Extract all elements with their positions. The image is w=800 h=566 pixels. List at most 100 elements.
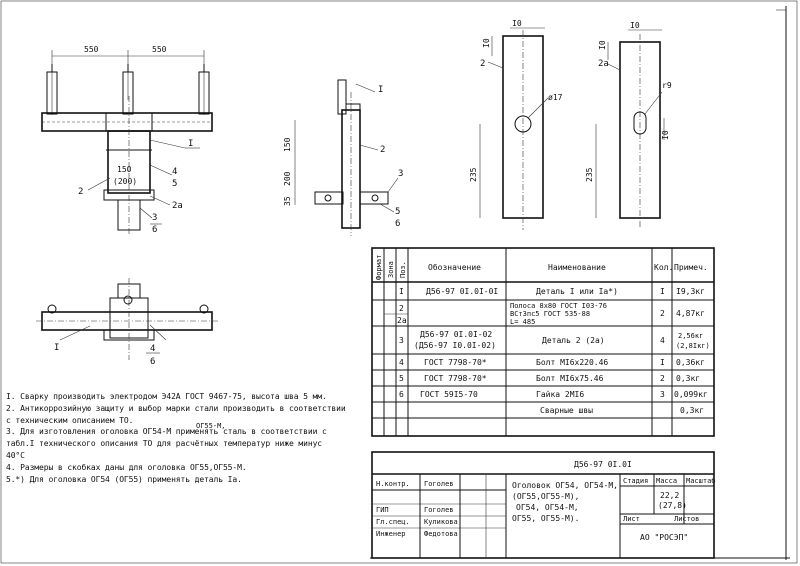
title-line-4: ОГ55, ОГ55-М). (512, 514, 579, 523)
detail-2a-view: I0 I0 235 I0 r9 2а (585, 21, 672, 228)
note-3-cont: табл.I технического описания ТО для расч… (6, 439, 322, 449)
note3-insert: ОГ55-М, (196, 422, 226, 430)
row3-note2: (2,8Iкг) (676, 342, 710, 350)
label-i-front: I (188, 139, 193, 149)
col-designation-header: Обозначение (428, 262, 481, 272)
label-2-front: 2 (78, 187, 83, 197)
row2-pos2: 2а (397, 316, 407, 325)
note-2: 2. Антикоррозийную защиту и выбор марки … (6, 403, 346, 413)
row3-qty: 4 (660, 336, 665, 345)
dim-10-detail2a: I0 (598, 40, 607, 50)
note-3: 3. Для изготовления оголовка ОГ54-М прим… (6, 427, 327, 437)
label-i-side: I (378, 85, 383, 95)
row5-designation: ГОСТ 7798-70* (424, 374, 487, 383)
tb-name-4: Федотова (424, 530, 458, 538)
note-1: I. Сварку производить электродом Э42А ГО… (6, 392, 327, 401)
row7-note: 0,3кг (680, 406, 704, 415)
dim-10-detail2: I0 (482, 38, 491, 48)
row4-note: 0,36кг (676, 358, 705, 367)
row2-name-line1: Полоса 8х80 ГОСТ I03-76 (510, 302, 607, 310)
dim-150-side: 150 (283, 137, 292, 152)
tb-name-0: Гоголев (424, 480, 454, 488)
dim-10-top-detail2a: I0 (630, 21, 640, 30)
label-3-side: 3 (398, 169, 403, 179)
tb-stage: Стадия (623, 477, 648, 485)
dim-235-detail2: 235 (469, 167, 478, 182)
detail-2-view: I0 I0 235 ø17 2 (469, 19, 563, 230)
row4-designation: ГОСТ 7798-70* (424, 358, 487, 367)
row2-name-line2: ВСт3пс5 ГОСТ 535-88 (510, 310, 590, 318)
row6-designation: ГОСТ 59I5-70 (420, 390, 478, 399)
title-line-1: Оголовок ОГ54, ОГ54-М, (512, 481, 618, 490)
row3-pos: 3 (399, 336, 404, 345)
note-5: 5.*) Для оголовка ОГ54 (ОГ55) применять … (6, 474, 242, 484)
tb-mass: Масса (656, 477, 677, 485)
col-format-header: Формат (375, 255, 383, 280)
doc-code: Д56-97 0I.0I (574, 460, 632, 469)
row1-name: Деталь I или Iа*) (536, 287, 618, 296)
row5-pos: 5 (399, 374, 404, 383)
row2-pos: 2 (399, 304, 404, 313)
spec-table: Формат Зона Поз. Обозначение Наименовани… (371, 247, 715, 437)
side-view: I 2 3 5 6 150 200 35 (283, 79, 403, 236)
tb-mass-value: 22,2 (660, 491, 679, 500)
note-3-cont2: 40°С (6, 450, 25, 460)
row2-note: 4,87кг (676, 309, 705, 318)
label-2-detail2: 2 (480, 59, 485, 69)
col-note-header: Примеч. (674, 263, 708, 272)
col-pos-header: Поз. (399, 261, 407, 278)
label-2a-detail2a: 2а (598, 59, 609, 69)
label-4-plan: 4 (150, 344, 155, 354)
label-3-front: 3 (152, 213, 157, 223)
dim-10-top-detail2: I0 (512, 19, 522, 28)
col-qty-header: Кол. (654, 263, 673, 272)
dim-r9-slot: r9 (662, 81, 672, 90)
note-2-cont: с техническим описанием ТО. (6, 415, 134, 425)
label-2a-front: 2а (172, 201, 183, 211)
row1-qty: I (660, 287, 665, 296)
dim-150-left: 150 (117, 165, 132, 174)
dim-200-side: 200 (283, 171, 292, 186)
plan-view: I 4 6 (36, 278, 218, 367)
row6-qty: 3 (660, 390, 665, 399)
label-i-plan: I (54, 343, 59, 353)
title-line-3: ОГ54, ОГ54-М, (516, 503, 579, 512)
tb-role-0: Н.контр. (376, 480, 410, 488)
row1-pos: I (399, 287, 404, 296)
dim-550-right: 550 (152, 45, 167, 54)
row3-note: 2,56кг (678, 332, 703, 340)
row5-name: Болт МI6х75.46 (536, 374, 604, 383)
row2-name-line3: L= 485 (510, 318, 535, 326)
label-6-side: 6 (395, 219, 400, 229)
tb-role-3: Гл.спец. (376, 518, 410, 526)
dim-10-slot: I0 (661, 130, 670, 140)
dim-200-left: (200) (113, 177, 137, 186)
row3-name: Деталь 2 (2а) (542, 336, 605, 345)
label-6-plan: 6 (150, 357, 155, 367)
label-5-front: 5 (172, 179, 177, 189)
tb-role-2: ГИП (376, 506, 389, 514)
row4-name: Болт МI6х220.46 (536, 358, 608, 367)
row1-note: I9,3кг (676, 287, 705, 296)
tb-scale: Масштаб (686, 477, 716, 485)
col-name-header: Наименование (548, 263, 606, 272)
dim-550-left: 550 (84, 45, 99, 54)
row5-qty: 2 (660, 374, 665, 383)
row6-pos: 6 (399, 390, 404, 399)
tb-org: АО "РОСЭП" (640, 533, 688, 542)
tb-name-3: Куликова (424, 518, 458, 526)
row3-designation: Д56-97 0I.0I-02 (420, 330, 492, 339)
dim-35-side: 35 (283, 196, 292, 206)
row5-note: 0,3кг (676, 374, 700, 383)
note-4: 4. Размеры в скобках даны для оголовка О… (6, 462, 247, 472)
label-2-side: 2 (380, 145, 385, 155)
row6-name: Гайка 2МI6 (536, 390, 584, 399)
row6-note: 0,099кг (674, 390, 708, 399)
title-line-2: (ОГ55,ОГ55-М), (512, 492, 579, 501)
tb-sheets: Листов (674, 515, 699, 523)
row4-qty: I (660, 358, 665, 367)
tb-mass-value2: (27,8) (658, 501, 687, 510)
label-6-front: 6 (152, 225, 157, 235)
